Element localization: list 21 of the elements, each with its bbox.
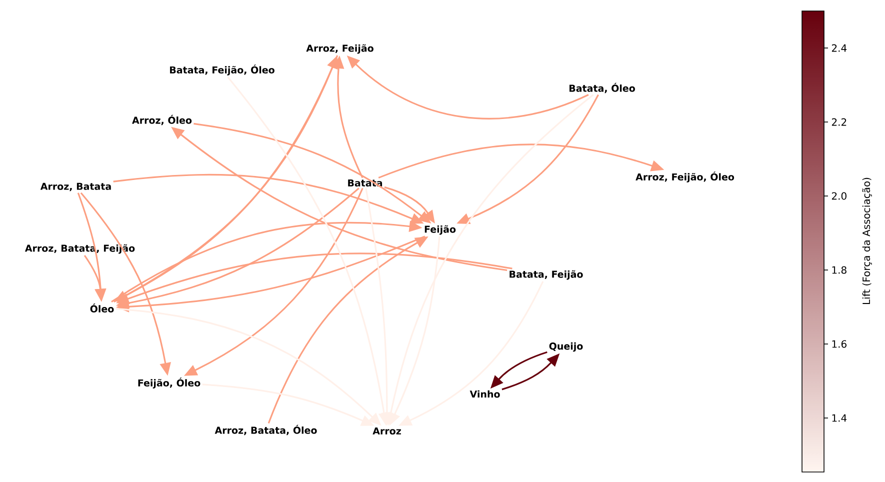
node-label: Queijo	[549, 342, 583, 352]
axis-title: Lift (Força da Associação)	[862, 178, 872, 304]
node-label: Arroz, Óleo	[132, 114, 192, 126]
node-label: Arroz, Batata, Óleo	[214, 424, 317, 436]
node-label: Batata, Feijão	[510, 270, 583, 280]
node-label: Vinho	[470, 390, 500, 398]
node-label: Arroz, Feijão	[306, 44, 374, 54]
node-label: Feijão	[424, 225, 456, 235]
tick-label: 2.4	[832, 44, 847, 52]
node-label: Arroz	[372, 427, 401, 435]
tick-label: 1.8	[832, 266, 846, 274]
node-label: Arroz, Feijão, Óleo	[636, 172, 734, 182]
tick-label: 2.0	[832, 192, 846, 200]
node-label: Batata, Feijão, Óleo	[170, 64, 274, 76]
node-label: Batata, Óleo	[570, 82, 635, 94]
tick-label: 1.6	[832, 340, 846, 348]
node-label: Óleo	[90, 304, 114, 312]
tick-label: 1.4	[832, 414, 847, 422]
node-label: Arroz, Batata	[40, 182, 111, 192]
tick-label: 2.2	[832, 118, 846, 126]
node-label: Feijão, Óleo	[138, 378, 200, 388]
